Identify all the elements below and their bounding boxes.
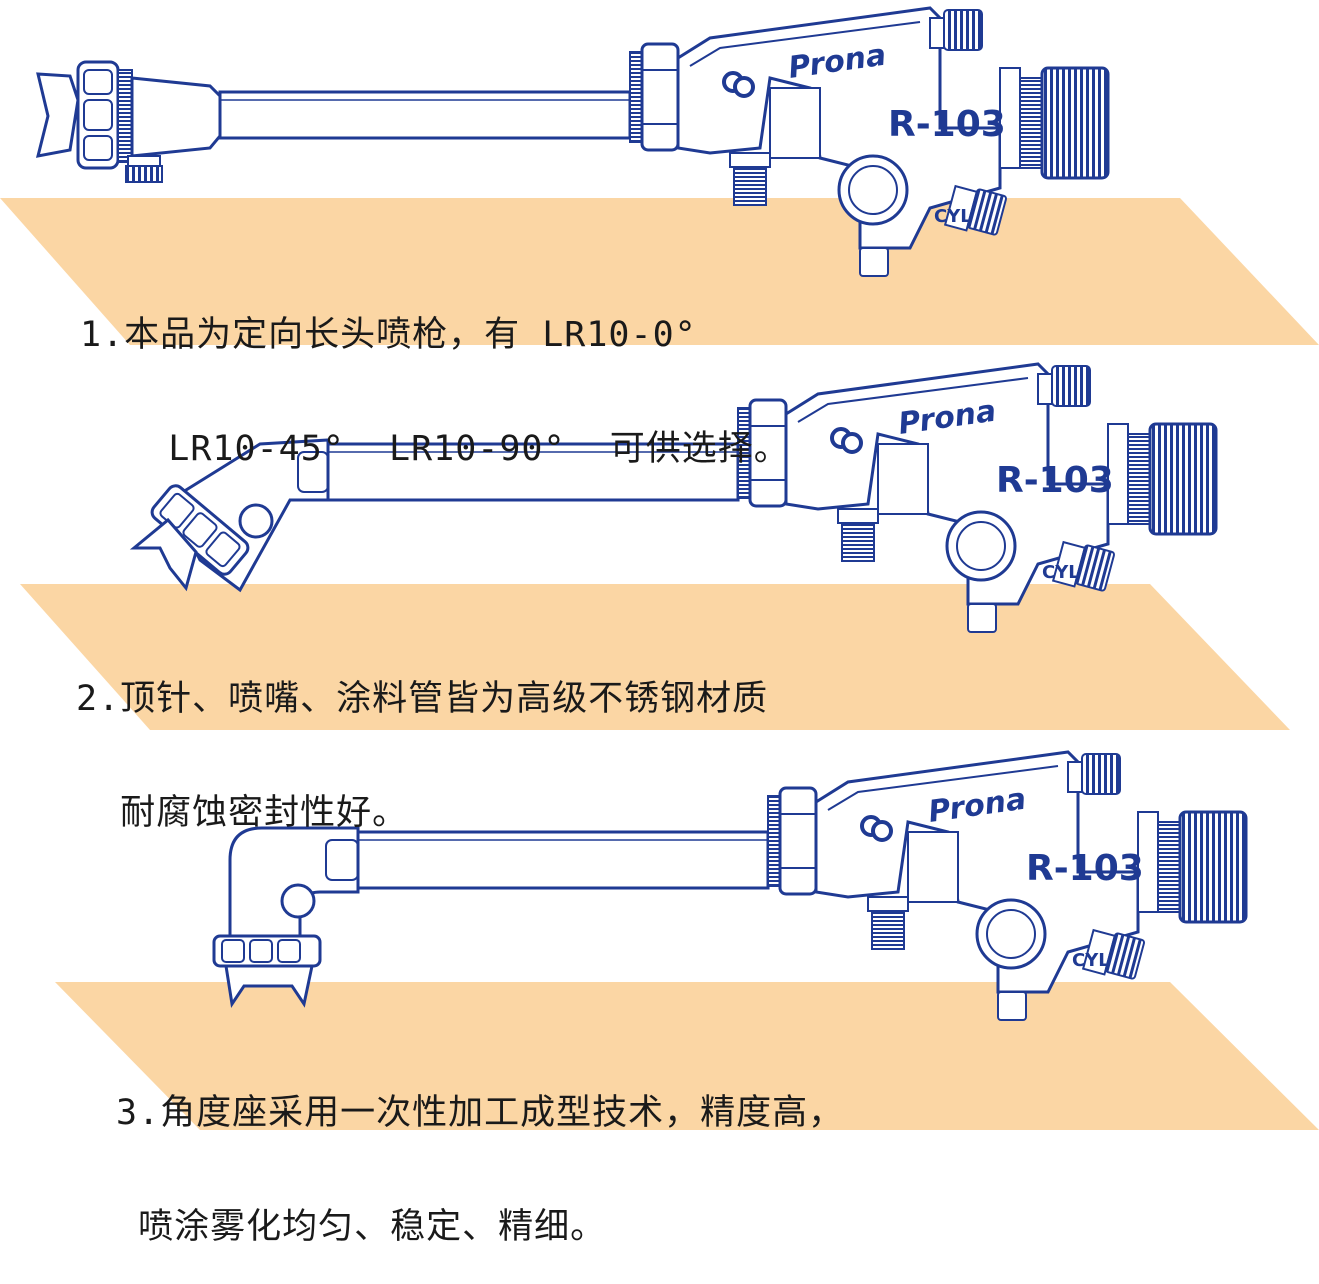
caption-3-line-1: 3.角度座采用一次性加工成型技术，精度高， (116, 1093, 845, 1133)
gun-3-nozzle-head (212, 826, 360, 1009)
gun-2: Prona R-103 CYL (129, 362, 1218, 634)
gun-3-model: R-103 (1026, 848, 1144, 889)
caption-2: 2.顶针、喷嘴、涂料管皆为高级不锈钢材质 耐腐蚀密封性好。 (76, 604, 768, 870)
gun-1-nozzle-head (35, 60, 222, 183)
gun-1-port-label: CYL (934, 206, 972, 227)
gun-3-tube (356, 830, 770, 890)
caption-3: 3.角度座采用一次性加工成型技术，精度高， 喷涂雾化均匀、稳定、精细。 (116, 1018, 844, 1284)
caption-1-line-2: LR10-45° LR10-90° 可供选择。 (80, 429, 790, 469)
gun-3-port-label: CYL (1072, 950, 1110, 971)
gun-2-port-label: CYL (1042, 562, 1080, 583)
caption-2-line-2: 耐腐蚀密封性好。 (76, 793, 409, 833)
spray-gun-diagrams: Prona R-103 CYL Prona R-103 CYL (35, 6, 1248, 1022)
caption-1: 1.本品为定向长头喷枪，有 LR10-0° LR10-45° LR10-90° … (80, 240, 790, 506)
gun-1: Prona R-103 CYL (35, 6, 1110, 278)
gun-3: Prona R-103 CYL (212, 750, 1248, 1022)
gun-1-tube (218, 90, 632, 140)
gun-1-model: R-103 (888, 104, 1006, 145)
caption-2-line-1: 2.顶针、喷嘴、涂料管皆为高级不锈钢材质 (76, 679, 769, 719)
gun-2-nozzle-head (129, 438, 330, 593)
gun-2-model: R-103 (996, 460, 1114, 501)
caption-3-line-2: 喷涂雾化均匀、稳定、精细。 (116, 1207, 607, 1247)
caption-1-line-1: 1.本品为定向长头喷枪，有 LR10-0° (80, 315, 697, 355)
